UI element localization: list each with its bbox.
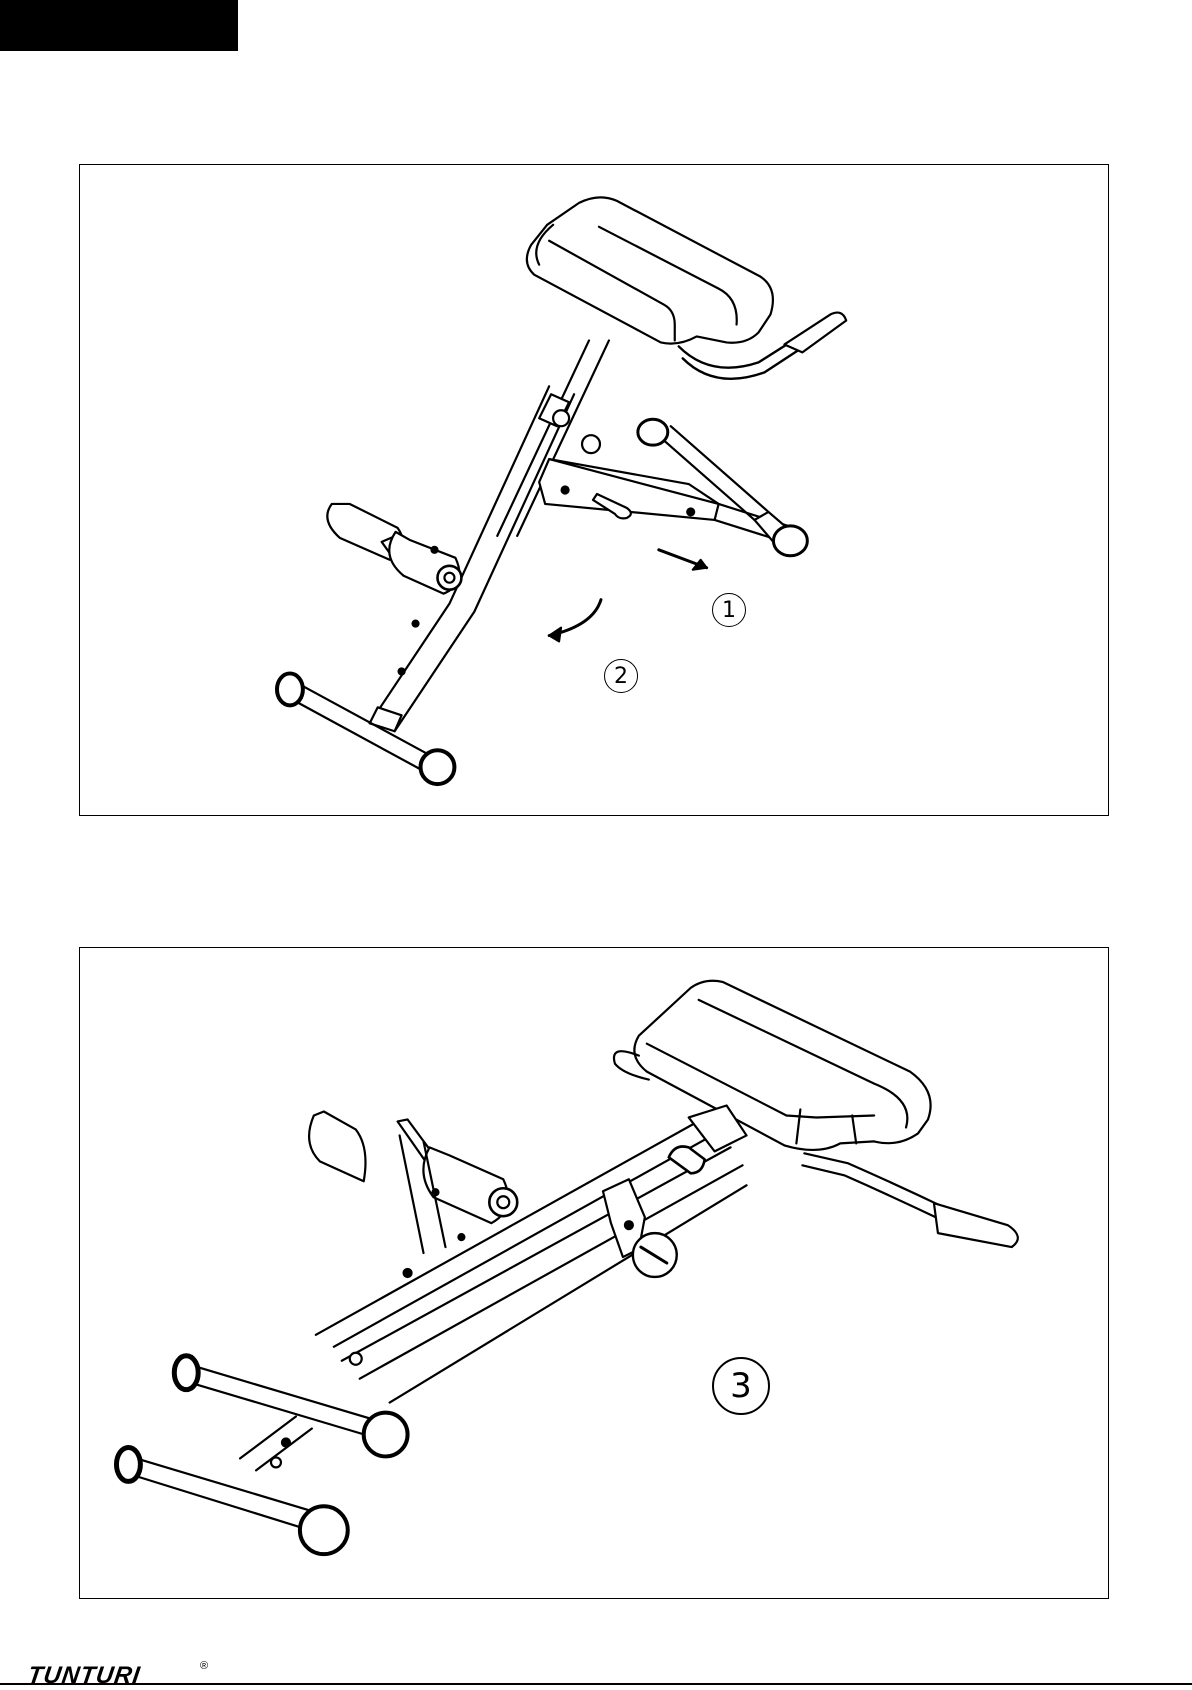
step-number-3: 3 (712, 1357, 770, 1415)
page-corner-tab (0, 0, 238, 51)
illustration-panel-pin: 3 (79, 947, 1109, 1599)
brand-logo: TUNTURI (26, 1662, 142, 1690)
bench-unfold-drawing (80, 165, 1108, 815)
registered-mark: ® (200, 1660, 208, 1672)
illustration-panel-folding: 1 2 (79, 164, 1109, 816)
step-number-1: 1 (712, 593, 746, 627)
step-number-2: 2 (604, 659, 638, 693)
bench-folded-drawing (80, 948, 1108, 1598)
